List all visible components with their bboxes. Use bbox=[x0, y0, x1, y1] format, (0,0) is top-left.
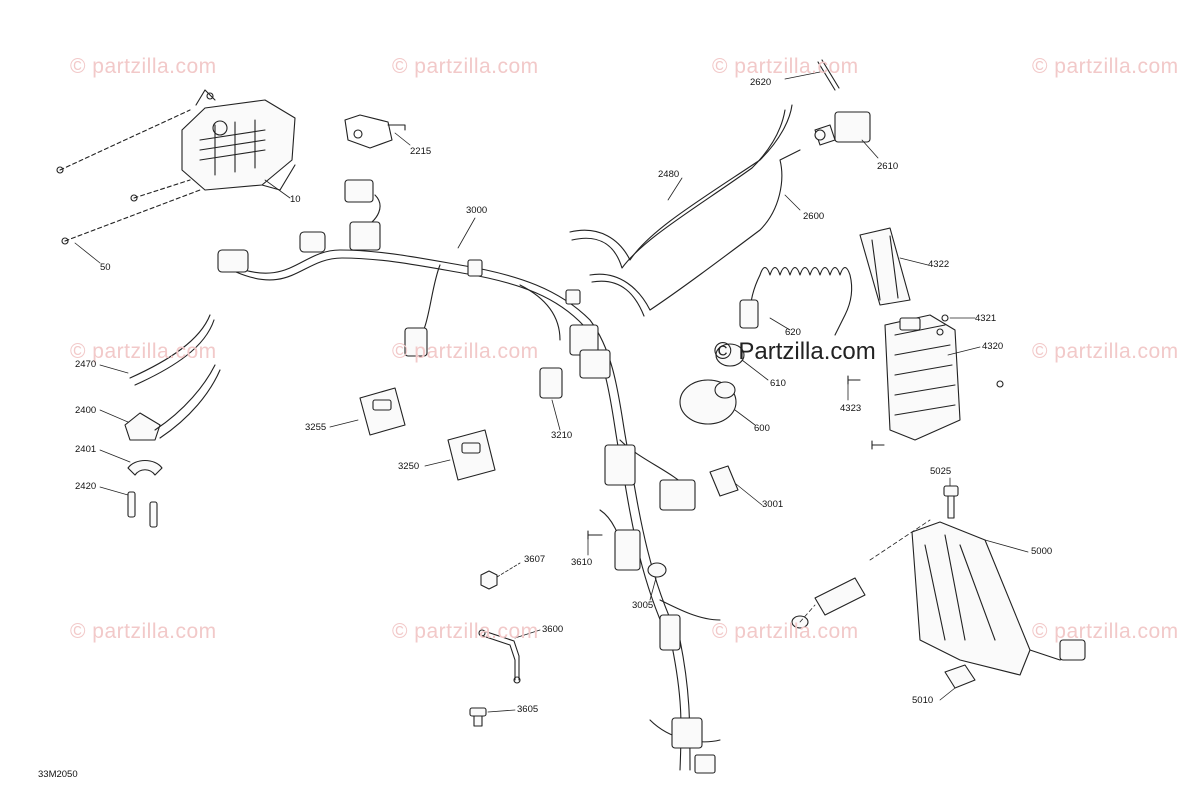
callout-3001: 3001 bbox=[762, 499, 784, 510]
callout-5010: 5010 bbox=[912, 695, 934, 706]
vent-hose-part-2600 bbox=[589, 149, 801, 317]
connector-part-3210 bbox=[539, 367, 563, 399]
callout-2470: 2470 bbox=[75, 359, 97, 370]
callout-2600: 2600 bbox=[803, 211, 825, 222]
screw-part-50 bbox=[56, 109, 201, 245]
bolts-part-2420 bbox=[127, 491, 158, 528]
sensor-part-2610 bbox=[814, 111, 871, 146]
watermark-2: © partzilla.com bbox=[392, 55, 539, 78]
callout-2401: 2401 bbox=[75, 444, 97, 455]
callout-4322: 4322 bbox=[928, 259, 950, 270]
callout-3605: 3605 bbox=[517, 704, 539, 715]
vent-hose-part-2480 bbox=[569, 104, 793, 269]
clip-part-2400 bbox=[124, 364, 221, 441]
watermark-10: © partzilla.com bbox=[712, 620, 859, 643]
callout-3600: 3600 bbox=[542, 624, 564, 635]
callout-5000: 5000 bbox=[1031, 546, 1053, 557]
switch-part-3255 bbox=[359, 387, 406, 436]
watermark-9: © partzilla.com bbox=[392, 620, 539, 643]
callout-3005: 3005 bbox=[632, 600, 654, 611]
watermark-7: © partzilla.com bbox=[1032, 340, 1179, 363]
callout-2620: 2620 bbox=[750, 77, 772, 88]
drawing-code: 33M2050 bbox=[38, 769, 78, 780]
harness-connectors bbox=[217, 179, 716, 774]
callout-4321: 4321 bbox=[975, 313, 997, 324]
callout-3250: 3250 bbox=[398, 461, 420, 472]
retainer-part-2401 bbox=[127, 459, 163, 476]
bracket-part-5010 bbox=[944, 664, 976, 689]
nut-part-3607 bbox=[480, 570, 498, 590]
watermark-center: © Partzilla.com bbox=[714, 338, 876, 365]
callout-2420: 2420 bbox=[75, 481, 97, 492]
watermark-6: © partzilla.com bbox=[392, 340, 539, 363]
callout-4323: 4323 bbox=[840, 403, 862, 414]
callout-4320: 4320 bbox=[982, 341, 1004, 352]
sensor-part-600 bbox=[679, 379, 737, 425]
tube-part-2470 bbox=[129, 314, 215, 386]
callout-2400: 2400 bbox=[75, 405, 97, 416]
pin-part-2620 bbox=[817, 59, 840, 91]
ecu-part-4320 bbox=[884, 314, 961, 441]
callout-3210: 3210 bbox=[551, 430, 573, 441]
leader-lines bbox=[74, 71, 1029, 713]
fuse-box-part-10 bbox=[181, 89, 296, 191]
watermark-3: © partzilla.com bbox=[712, 55, 859, 78]
callout-600: 600 bbox=[754, 423, 770, 434]
callout-620: 620 bbox=[785, 327, 801, 338]
callout-2480: 2480 bbox=[658, 169, 680, 180]
watermark-11: © partzilla.com bbox=[1032, 620, 1179, 643]
module-part-5000 bbox=[911, 521, 1086, 676]
callout-10: 10 bbox=[290, 194, 301, 205]
watermark-8: © partzilla.com bbox=[70, 620, 217, 643]
watermark-1: © partzilla.com bbox=[70, 55, 217, 78]
callout-2215: 2215 bbox=[410, 146, 432, 157]
callout-610: 610 bbox=[770, 378, 786, 389]
watermark-5: © partzilla.com bbox=[70, 340, 217, 363]
bolt-part-5025 bbox=[943, 485, 959, 519]
bracket-part-4322 bbox=[859, 227, 911, 306]
coiled-cable-part-620 bbox=[739, 266, 853, 336]
callout-2610: 2610 bbox=[877, 161, 899, 172]
watermark-4: © partzilla.com bbox=[1032, 55, 1179, 78]
connector-part-3001 bbox=[709, 465, 739, 497]
bolt-part-3605 bbox=[469, 707, 487, 727]
callout-3000: 3000 bbox=[466, 205, 488, 216]
callout-3607: 3607 bbox=[524, 554, 546, 565]
callout-3255: 3255 bbox=[305, 422, 327, 433]
callout-50: 50 bbox=[100, 262, 111, 273]
bracket-part-2215 bbox=[344, 114, 406, 149]
callout-3610: 3610 bbox=[571, 557, 593, 568]
main-wiring-harness-part-3000 bbox=[229, 194, 721, 771]
ground-strap-part-3600 bbox=[478, 629, 521, 684]
bolt-part-3610 bbox=[587, 530, 603, 540]
callout-5025: 5025 bbox=[930, 466, 952, 477]
screws-part-4321 bbox=[936, 314, 1004, 388]
switch-part-3250 bbox=[447, 429, 496, 481]
grommet-part-3005 bbox=[647, 562, 667, 578]
cap-part-610 bbox=[715, 343, 745, 367]
